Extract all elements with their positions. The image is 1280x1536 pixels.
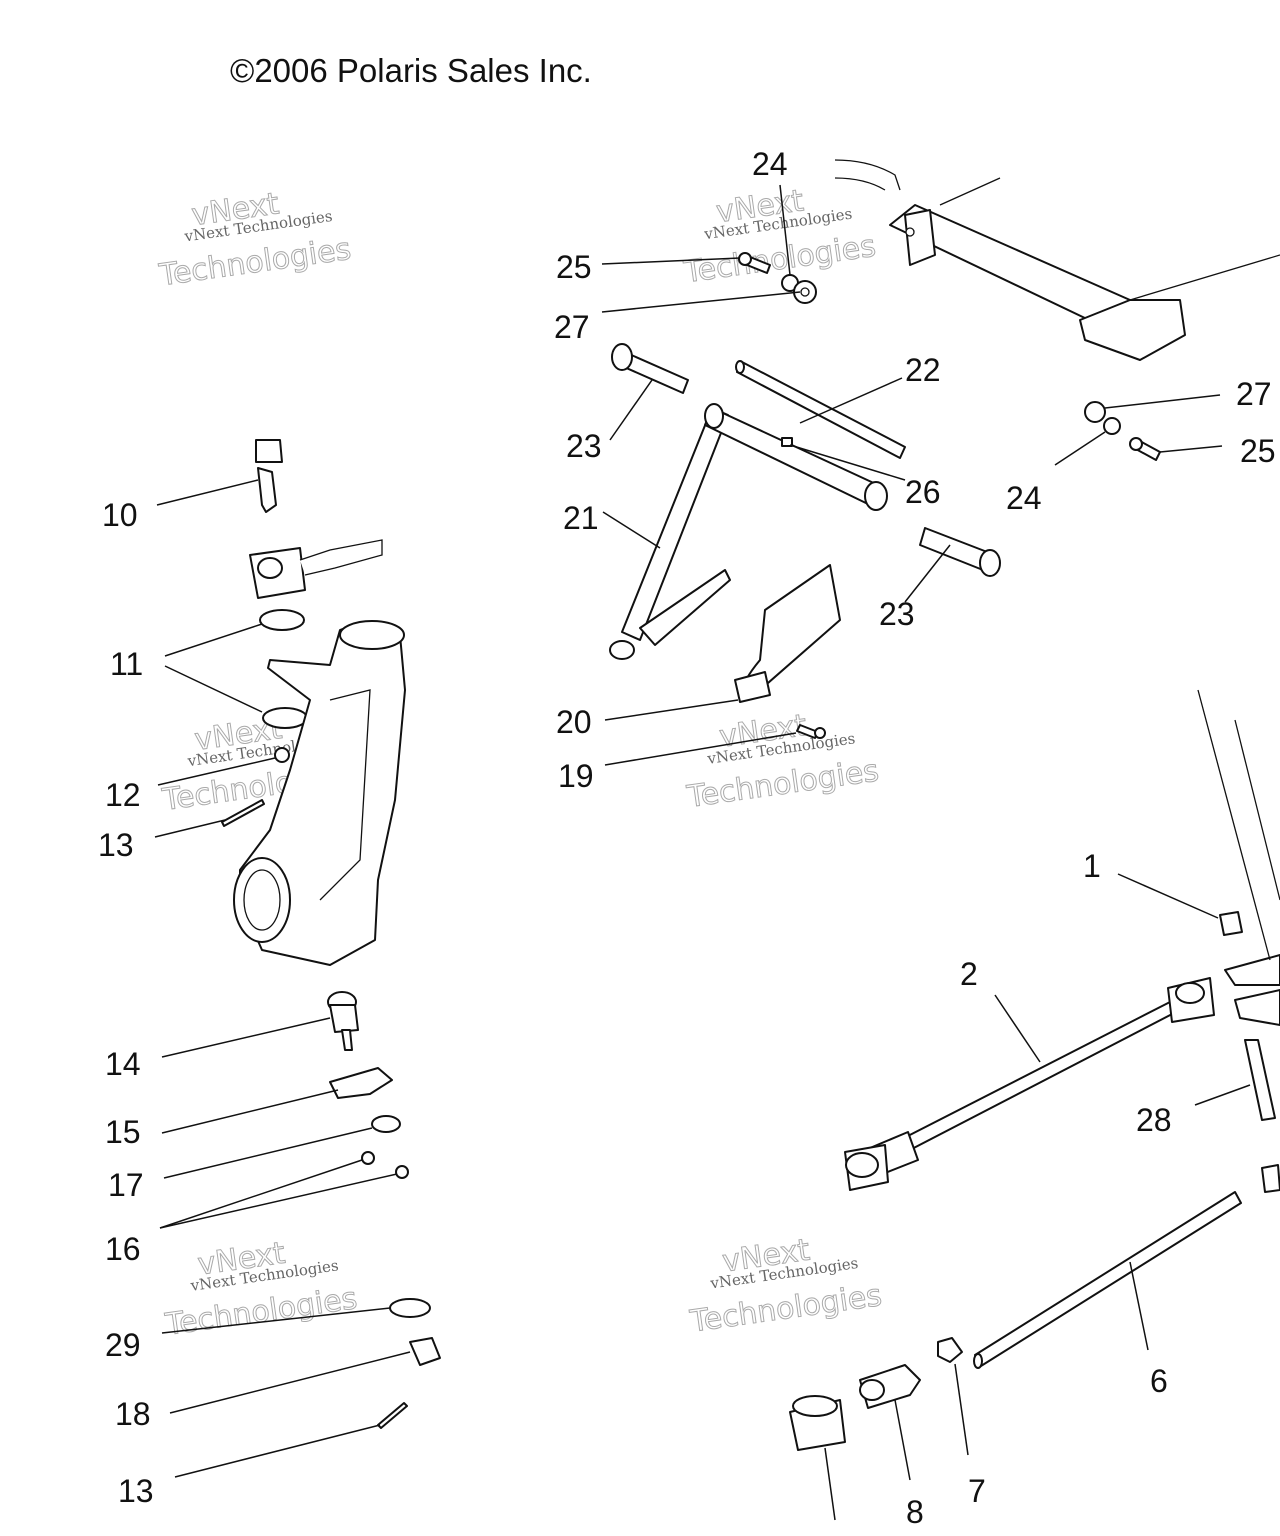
washer (262, 707, 308, 729)
callout-25: 25 (556, 249, 592, 285)
callout-11: 11 (110, 646, 143, 682)
callout-27: 27 (1236, 376, 1272, 412)
mounting-bracket (1224, 954, 1280, 986)
lock-nut (1261, 1164, 1280, 1193)
lock-nut (1219, 911, 1243, 936)
castle-nut (409, 1337, 441, 1366)
callout-24: 24 (752, 146, 788, 182)
rivet (361, 1151, 375, 1165)
callout-13: 13 (98, 827, 134, 863)
retaining-ring (371, 1115, 401, 1133)
pivot-bushing (611, 343, 689, 394)
tie-rod-end (249, 539, 383, 599)
callout-17: 17 (108, 1167, 144, 1203)
callout-13: 13 (118, 1473, 154, 1509)
callout-26: 26 (905, 474, 941, 510)
callout-16: 16 (105, 1231, 141, 1267)
frame-section (834, 159, 1280, 361)
washer-hole (800, 287, 810, 297)
frame-tube (1197, 689, 1271, 961)
callout-7: 7 (968, 1473, 986, 1509)
washer (389, 1298, 431, 1318)
watermark-group: vNext vNext Technologies Technologies vN… (156, 183, 884, 1343)
callout-23: 23 (879, 596, 915, 632)
callout-28: 28 (1136, 1102, 1172, 1138)
shield-screw (796, 724, 826, 739)
ball-joint (327, 991, 359, 1051)
cotter-pin (221, 799, 265, 827)
mounting-bracket (1234, 989, 1280, 1026)
callout-19: 19 (558, 758, 594, 794)
callout-21: 21 (563, 500, 599, 536)
callout-27: 27 (554, 309, 590, 345)
pivot-bolt (1129, 437, 1161, 461)
frame-tube (1234, 719, 1280, 901)
leader-lines (154, 184, 1251, 1521)
callout-15: 15 (105, 1114, 141, 1150)
washer (1103, 417, 1121, 435)
callout-2: 2 (960, 956, 978, 992)
washer (259, 609, 305, 631)
rivet (395, 1165, 409, 1179)
callout-22: 22 (905, 352, 941, 388)
callout-18: 18 (115, 1396, 151, 1432)
callout-20: 20 (556, 704, 592, 740)
jam-nut (937, 1337, 963, 1363)
castle-nut (274, 747, 290, 763)
callout-1: 1 (1083, 848, 1101, 884)
rod-end (859, 1364, 921, 1409)
pivot-bushing (919, 527, 1001, 577)
callout-29: 29 (105, 1327, 141, 1363)
cotter-pin (377, 1402, 408, 1429)
callout-10: 10 (102, 497, 138, 533)
pivot-bolt (738, 252, 771, 274)
callout-8: 8 (906, 1494, 924, 1530)
rod-end-bushing (789, 1395, 846, 1451)
adjuster-rod (973, 1191, 1242, 1369)
callout-14: 14 (105, 1046, 141, 1082)
steering-knuckle (233, 620, 406, 966)
callout-labels: 10 11 12 13 14 15 17 16 29 18 13 24 25 2… (98, 146, 1276, 1530)
callout-12: 12 (105, 777, 141, 813)
tie-rod-assembly (844, 977, 1215, 1191)
pivot-bolt (1244, 1039, 1276, 1121)
callout-23: 23 (566, 428, 602, 464)
retaining-plate (329, 1067, 393, 1099)
upper-a-arm (609, 360, 906, 703)
callout-6: 6 (1150, 1363, 1168, 1399)
copyright-notice: ©2006 Polaris Sales Inc. (230, 52, 592, 89)
washer (1084, 401, 1106, 423)
spindle-bolt (255, 439, 283, 513)
callout-24: 24 (1006, 480, 1042, 516)
callout-25: 25 (1240, 433, 1276, 469)
